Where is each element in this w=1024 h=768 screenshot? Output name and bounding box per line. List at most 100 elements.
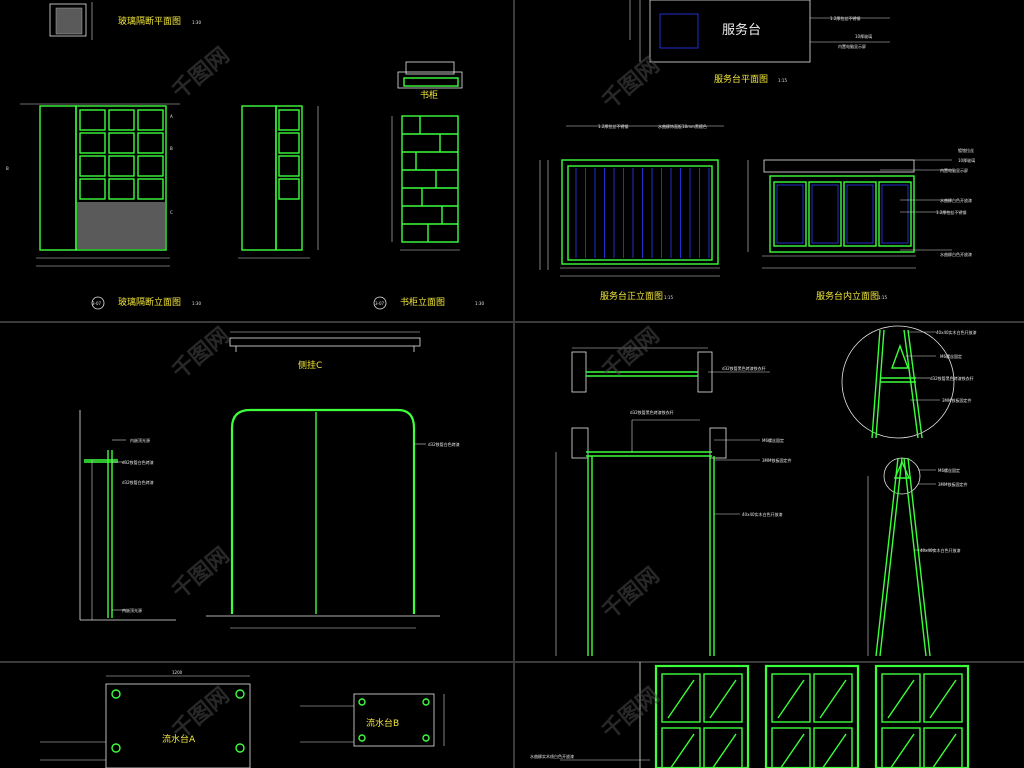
- bookcase-elevation-tag: 3-07: [375, 301, 385, 306]
- cabinet-glass-panel: [703, 727, 743, 768]
- door-glass: [881, 184, 909, 244]
- cabinet-glass-panel: [661, 673, 701, 723]
- service-desk-front-note-1: 1.2厚拉丝不锈钢: [598, 123, 628, 129]
- service-desk-plan-note-2: 10厚玻璃: [855, 33, 872, 39]
- side-hanger: 侧挂C 内嵌顶光源 d32铁管白色烤漆 d32铁管白色烤漆 内嵌顶光源 d32铁…: [79, 331, 460, 629]
- panel-diagonal: [931, 733, 957, 768]
- service-desk-front-title: 服务台正立面图: [600, 290, 663, 302]
- clothes-rack: d32铁管黑色烤漆铁衣杆 d32铁管黑色烤漆铁衣杆 M6螺丝固定 3MM铁板固定…: [555, 347, 791, 656]
- side-hanger-note-3: d32铁管白色烤漆: [122, 479, 154, 485]
- cabinet-unit: [874, 664, 970, 768]
- stand-note-6: 3MM铁板固定件: [938, 481, 967, 487]
- service-desk-inner-note-1: 镀铬拉丝: [958, 147, 974, 153]
- service-desk-inner-note-4: 1.2厚拉丝不锈钢: [936, 209, 966, 215]
- service-desk-inner-title: 服务台内立面图: [816, 290, 879, 302]
- cabinet-door: [773, 181, 807, 247]
- service-desk-label: 服务台: [722, 22, 761, 38]
- stand-note-2: M6螺丝固定: [940, 353, 962, 359]
- bookcase-elevation-title: 书柜立面图: [400, 296, 445, 308]
- watermark-text: 千图网: [168, 43, 235, 105]
- glass-partition-elevation-scale: 1:30: [192, 301, 201, 306]
- stand-note-5: M6螺丝固定: [938, 467, 960, 473]
- side-hanger-note-1: 内嵌顶光源: [130, 437, 150, 443]
- stand-note-4: 3MM铁板固定件: [942, 397, 971, 403]
- watermark-text: 千图网: [598, 53, 665, 115]
- door-glass: [846, 184, 874, 244]
- glass-cell: [108, 132, 135, 154]
- cabinet-unit: [654, 664, 750, 768]
- stand-note-1: 40x40实木白色开放漆: [936, 329, 977, 335]
- stand-note-3: d32铁管黑色烤漆铁衣杆: [930, 375, 974, 381]
- a-frame-stand: 40x40实木白色开放漆 M6螺丝固定 d32铁管黑色烤漆铁衣杆 3MM铁板固定…: [841, 325, 977, 657]
- panel-diagonal: [669, 733, 695, 768]
- glass-partition-plan: 玻璃隔断平面图 1:30: [49, 2, 201, 40]
- cabinet-glass-panel: [923, 727, 963, 768]
- panel-diagonal: [821, 733, 847, 768]
- watermark-text: 千图网: [168, 323, 235, 385]
- rack-note-1: d32铁管黑色烤漆铁衣杆: [722, 365, 766, 371]
- cabinet-door: [808, 181, 842, 247]
- glass-cell: [137, 178, 164, 200]
- rack-note-2: d32铁管黑色烤漆铁衣杆: [630, 409, 674, 415]
- svg-text:B: B: [6, 166, 9, 171]
- glass-partition-side-elevation: [238, 105, 319, 259]
- panel-diagonal: [777, 679, 805, 719]
- cabinet-glass-panel: [813, 673, 853, 723]
- service-desk-plan-note-3: 内置电脑显示屏: [838, 43, 866, 49]
- panel-diagonal: [889, 733, 915, 768]
- service-desk-front-scale: 1:15: [664, 295, 673, 300]
- door-glass: [776, 184, 804, 244]
- cabinet-glass-panel: [923, 673, 963, 723]
- glass-cell: [108, 109, 135, 131]
- service-desk-inner-note-2: 10厚玻璃: [958, 157, 975, 163]
- service-desk-plan-title: 服务台平面图: [714, 73, 768, 85]
- service-desk-plan-scale: 1:15: [778, 78, 787, 83]
- glass-cell: [278, 155, 300, 177]
- service-desk-front-elevation: 1.2厚拉丝不锈钢 水曲柳饰面板18mm黑檀色 服务台正立面图 1:15: [539, 123, 724, 302]
- rack-note-5: 40x40实木白色开放漆: [742, 511, 783, 517]
- side-hanger-note-4: 内嵌顶光源: [122, 607, 142, 613]
- cabinet-glass-panel: [813, 727, 853, 768]
- glass-partition-elevation-tag: 3-07: [92, 301, 102, 306]
- panel-diagonal: [779, 733, 805, 768]
- service-desk-inner-note-5: 水曲柳白色开放漆: [940, 197, 972, 203]
- cabinet-glass-panel: [771, 727, 811, 768]
- service-desk-inner-note-3: 内置电脑显示屏: [940, 167, 968, 173]
- bookcase: 书柜 3-07 书柜立面图 1:30: [373, 61, 484, 310]
- glass-cell: [278, 109, 300, 131]
- side-hanger-note-2: d32铁管白色烤漆: [122, 459, 154, 465]
- cabinet-glass-panel: [881, 727, 921, 768]
- glass-cell: [278, 178, 300, 200]
- service-desk-inner-scale: 1:15: [878, 295, 887, 300]
- panel-diagonal: [887, 679, 915, 719]
- watermark-text: 千图网: [168, 543, 235, 605]
- svg-text:A: A: [170, 114, 173, 119]
- rack-note-3: M6螺丝固定: [762, 437, 784, 443]
- glass-cell: [108, 178, 135, 200]
- glass-partition-elevation: B A B C 3-07 玻璃隔断立面图 1:30: [6, 103, 201, 310]
- glass-cell: [137, 132, 164, 154]
- sink-b-label: 流水台B: [366, 717, 399, 729]
- panel-diagonal: [929, 679, 957, 719]
- watermark-text: 千图网: [598, 563, 665, 625]
- panel-diagonal: [819, 679, 847, 719]
- cabinet-glass-panel: [703, 673, 743, 723]
- panel-diagonal: [709, 679, 737, 719]
- glass-cell: [278, 132, 300, 154]
- cabinet-door: [843, 181, 877, 247]
- cabinet-unit: [764, 664, 860, 768]
- panel-diagonal: [667, 679, 695, 719]
- glass-cell: [137, 155, 164, 177]
- cabinet-note: 水曲柳实木线白色开放漆: [530, 753, 574, 759]
- stand-note-7: 40x40实木白色开放漆: [920, 547, 961, 553]
- glass-cell: [79, 155, 106, 177]
- watermark-text: 千图网: [168, 683, 235, 745]
- sink-b: 流水台B: [300, 693, 445, 747]
- watermark-text: 千图网: [598, 683, 665, 745]
- svg-text:B: B: [170, 146, 173, 151]
- side-hanger-note-5: d32铁管白色烤漆: [428, 441, 460, 447]
- display-cabinet: 水曲柳实木线白色开放漆: [530, 662, 970, 768]
- service-desk-front-note-2: 水曲柳饰面板18mm黑檀色: [658, 123, 707, 129]
- bookcase-label: 书柜: [420, 89, 438, 101]
